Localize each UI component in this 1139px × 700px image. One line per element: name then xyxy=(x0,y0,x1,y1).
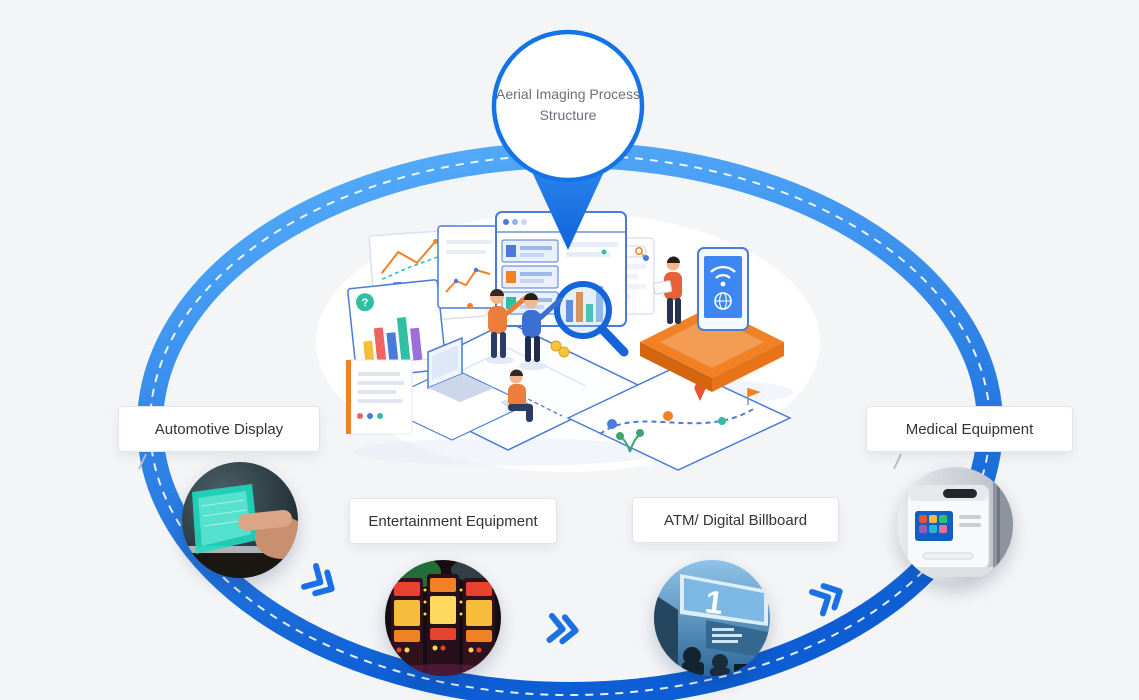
label-connector-tick xyxy=(893,453,902,470)
illustration-chart-board-front: ? xyxy=(347,279,447,379)
illustration-decorations xyxy=(467,249,649,453)
photo-automotive-display xyxy=(182,462,298,578)
photo-entertainment-equipment xyxy=(385,560,501,676)
node-label-automotive-display: Automotive Display xyxy=(118,406,320,452)
node-label-medical-equipment: Medical Equipment xyxy=(866,406,1073,452)
illustration-person-pointing-2 xyxy=(519,293,563,370)
magnifier-icon xyxy=(554,281,629,357)
center-illustration: ? xyxy=(345,211,794,471)
badge-title-line1: Aerial Imaging Process xyxy=(496,86,640,102)
illustration-tablet xyxy=(697,247,749,331)
illustration-person-sitting xyxy=(500,369,533,422)
badge-circle xyxy=(491,29,645,183)
photo-medical-equipment xyxy=(897,467,1013,583)
question-mark-label: ? xyxy=(361,297,369,310)
photo-atm-digital-billboard: 1 xyxy=(654,560,770,676)
flag-icon xyxy=(747,388,761,405)
label-connector-tick xyxy=(138,453,147,470)
wifi-globe-icon xyxy=(710,265,736,310)
flow-arrow-1 double-chevron-right-icon xyxy=(301,563,335,597)
badge-title: Aerial Imaging Process Structure xyxy=(486,84,650,126)
flow-arrow-3 double-chevron-right-icon xyxy=(809,583,843,617)
billboard-number: 1 xyxy=(703,583,725,621)
node-label-entertainment-equipment: Entertainment Equipment xyxy=(349,498,557,544)
badge-title-line2: Structure xyxy=(539,107,597,123)
illustration-tablet-platform xyxy=(640,247,784,392)
illustration-map-platform xyxy=(566,365,792,471)
flow-arrow-2 double-chevron-right-icon xyxy=(546,613,579,645)
illustration-person-reading xyxy=(652,256,682,324)
illustration-document-panel xyxy=(345,359,413,435)
node-label-atm-digital-billboard: ATM/ Digital Billboard xyxy=(632,497,839,543)
illustration-laptop xyxy=(374,336,530,441)
